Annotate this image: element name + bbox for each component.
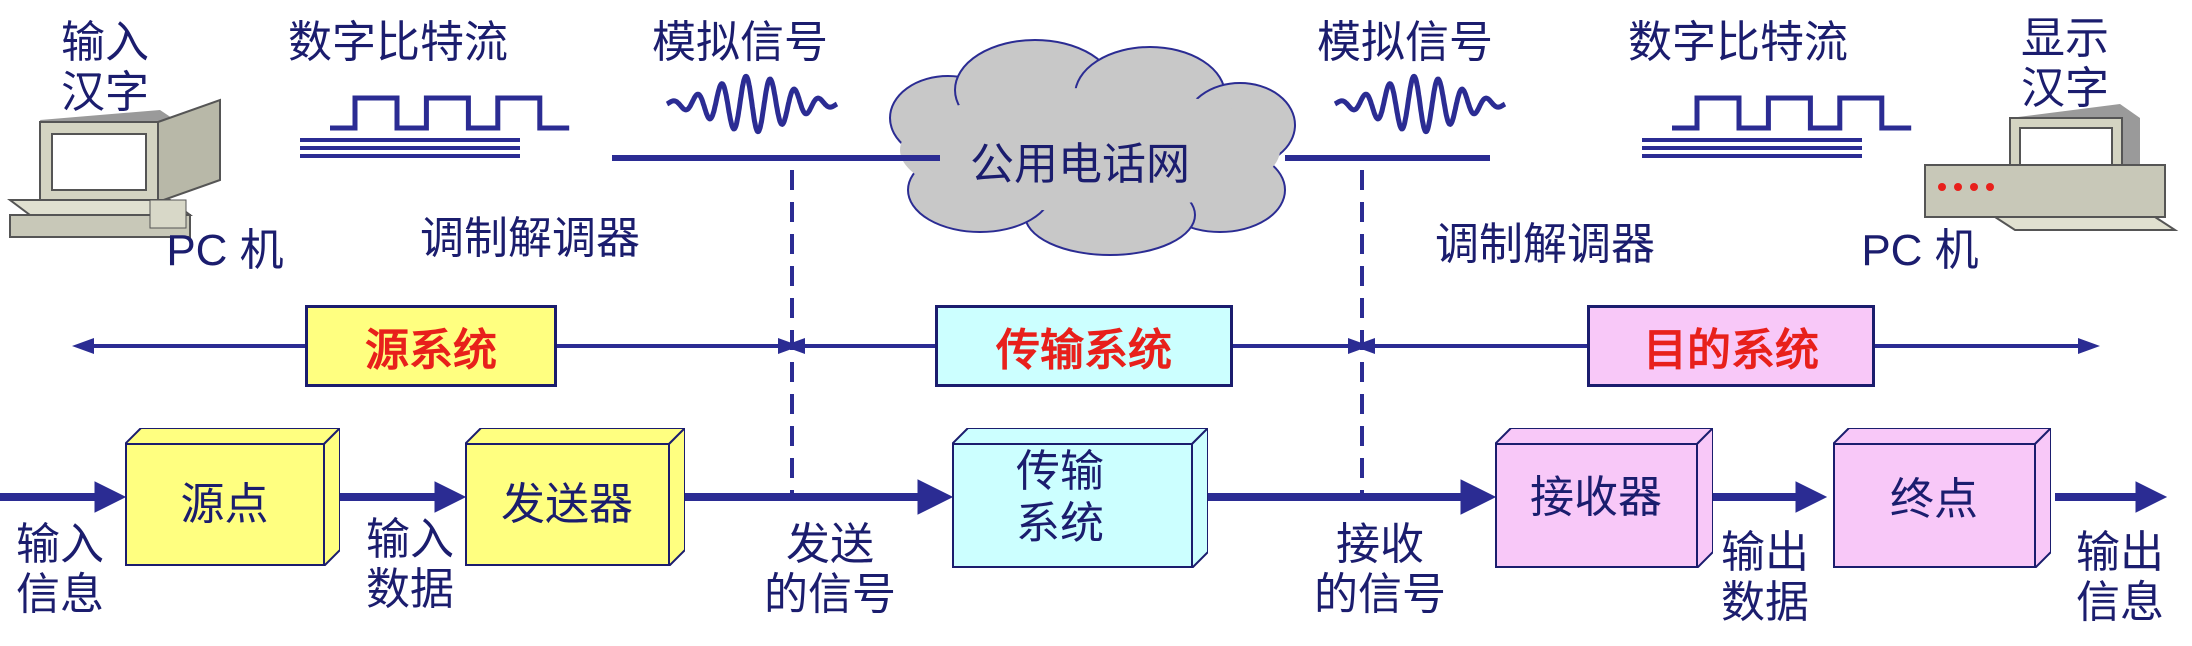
receiver-block: 接收器 — [1495, 428, 1713, 568]
transmitter-block: 发送器 — [465, 428, 685, 566]
computer-icon — [7, 98, 221, 238]
output-info-label: 输出 信息 — [2076, 527, 2164, 628]
analog-signal-label-left: 模拟信号 — [652, 17, 828, 68]
source-point-label: 源点 — [180, 479, 269, 530]
pc-label-left: PC 机 — [166, 226, 284, 275]
destination-system-box: 目的系统 — [1587, 305, 1875, 387]
source-system-box: 源系统 — [305, 305, 557, 387]
analog-wave-icon — [1333, 73, 1507, 135]
sent-signal-label: 发送 的信号 — [764, 519, 896, 620]
destination-point-label: 终点 — [1890, 474, 1978, 525]
transmission-system-label: 传输 系统 — [1016, 446, 1104, 549]
cloud-icon — [889, 39, 1296, 256]
digital-wave-icon — [330, 95, 570, 131]
computer-icon — [1924, 104, 2179, 231]
analog-signal-label-right: 模拟信号 — [1317, 17, 1493, 68]
analog-wave-icon — [665, 73, 839, 135]
destination-point-block: 终点 — [1833, 428, 2051, 568]
receiver-label: 接收器 — [1530, 472, 1662, 523]
modem-label-right: 调制解调器 — [1435, 219, 1655, 270]
network-label: 公用电话网 — [970, 139, 1190, 190]
input-info-label: 输入 信息 — [16, 519, 104, 620]
display-hanzi-label: 显示 汉字 — [2021, 13, 2109, 114]
received-signal-label: 接收 的信号 — [1314, 519, 1446, 620]
transmission-system-box: 传输系统 — [935, 305, 1233, 387]
output-data-label: 输出 数据 — [1721, 527, 1809, 628]
modem-label-left: 调制解调器 — [420, 213, 640, 264]
digital-wave-icon — [1672, 95, 1912, 131]
arrow-icon — [0, 479, 2168, 515]
pc-label-right: PC 机 — [1861, 226, 1979, 275]
input-hanzi-label: 输入 汉字 — [61, 17, 149, 118]
transmission-system-block: 传输 系统 — [952, 428, 1208, 568]
bitstream-label-left: 数字比特流 — [288, 17, 508, 68]
transmitter-label: 发送器 — [501, 479, 633, 530]
bitstream-label-right: 数字比特流 — [1628, 17, 1848, 68]
source-point-block: 源点 — [125, 428, 340, 566]
input-data-label: 输入 数据 — [366, 514, 454, 615]
